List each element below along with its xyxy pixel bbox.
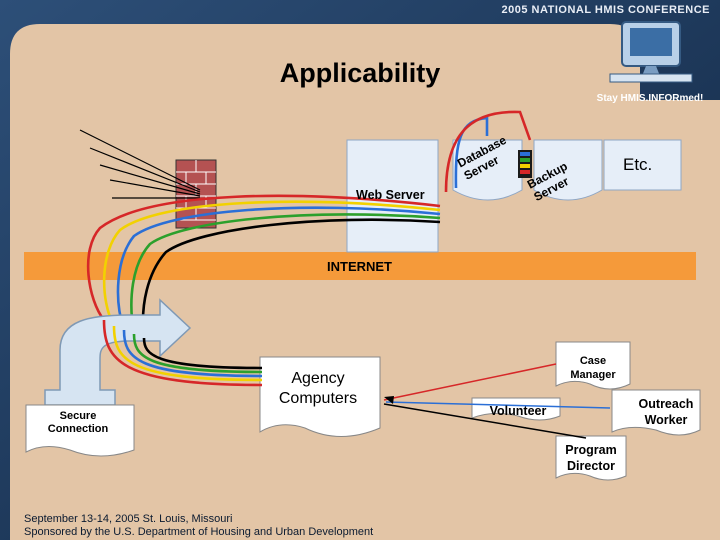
incoming-arrows [79, 129, 201, 199]
internet-label: INTERNET [327, 259, 392, 274]
connection-lines [86, 110, 532, 339]
web-server-box [346, 139, 439, 253]
agency-connection-bands [102, 319, 263, 387]
agency-computers-label: Agency Computers [278, 370, 358, 407]
footer-sponsor: Sponsored by the U.S. Department of Hous… [24, 526, 374, 538]
web-server-label: Web Server [356, 188, 425, 202]
agency-computers-tile [259, 356, 381, 437]
volunteer-label: Volunteer [489, 404, 547, 418]
secure-connection-label: Secure Connection [47, 410, 109, 435]
case-manager-label: Case Manager [570, 355, 616, 381]
case-manager-tile [555, 341, 631, 390]
database-rack-icon [518, 150, 532, 178]
slide-title: Applicability [279, 58, 441, 88]
volunteer-tile [471, 397, 561, 421]
outreach-worker-tile [611, 389, 701, 436]
footer: September 13-14, 2005 St. Louis, Missour… [24, 513, 444, 539]
secure-connection-arrow [44, 298, 192, 406]
etc-box [603, 139, 682, 191]
arrow-head-icon [384, 396, 394, 404]
footer-date-location: September 13-14, 2005 St. Louis, Missour… [24, 513, 233, 525]
conference-name: 2005 NATIONAL HMIS CONFERENCE [501, 4, 710, 16]
etc-label: Etc. [623, 155, 653, 174]
firewall-icon [175, 159, 217, 229]
program-director-tile [555, 435, 627, 481]
tagline: Stay HMIS.INFORmed! [596, 93, 704, 104]
program-director-label: Program Director [565, 443, 617, 473]
backup-server-shape [533, 139, 603, 201]
outreach-worker-label: Outreach Worker [638, 397, 694, 427]
database-server-shape [452, 139, 523, 201]
secure-connection-tile [25, 404, 135, 457]
monitor-logo-icon [609, 21, 693, 83]
role-arrows [383, 363, 611, 439]
